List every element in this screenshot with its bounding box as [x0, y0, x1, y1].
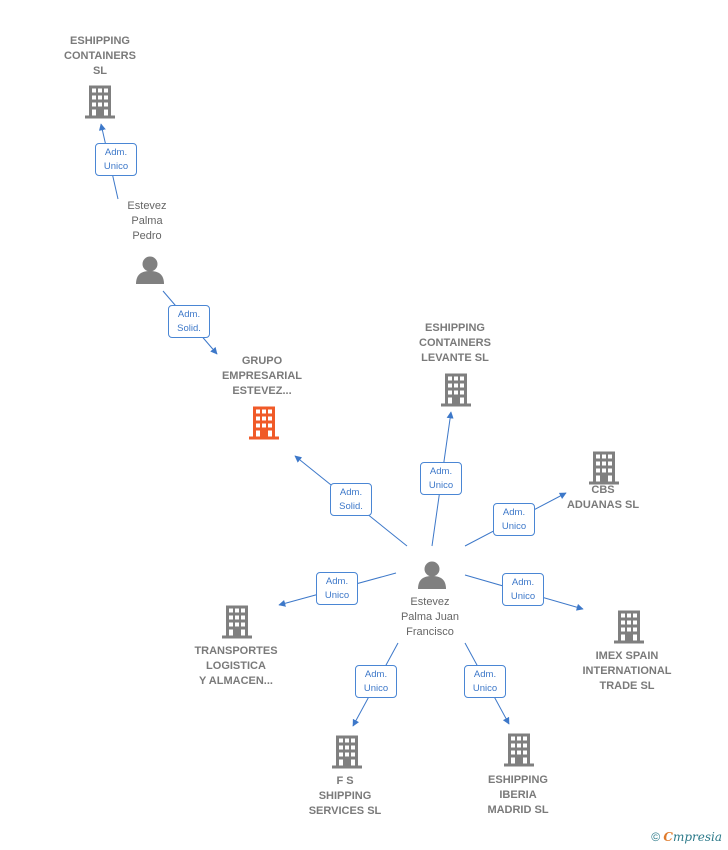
node-label-estevez-palma-pedro[interactable]: Estevez Palma Pedro	[127, 200, 167, 242]
edge-label-estevez-palma-juan-francisco-to-fs-shipping[interactable]: Adm. Unico	[355, 665, 397, 698]
building-icon-fs-shipping[interactable]	[332, 735, 362, 769]
building-icon-imex-spain[interactable]	[614, 610, 644, 644]
footer-brand: © Cmpresia	[651, 830, 722, 844]
building-icon-transportes-logistica[interactable]	[222, 605, 252, 639]
building-icon-eshipping-iberia[interactable]	[504, 733, 534, 767]
edge-label-estevez-palma-pedro-to-eshipping-containers-sl[interactable]: Adm. Unico	[95, 143, 137, 176]
edge-label-estevez-palma-juan-francisco-to-eshipping-containers-levante[interactable]: Adm. Unico	[420, 462, 462, 495]
edge-label-estevez-palma-juan-francisco-to-transportes-logistica[interactable]: Adm. Unico	[316, 572, 358, 605]
building-icon-cbs-aduanas[interactable]	[589, 451, 619, 485]
copyright-symbol: ©	[651, 830, 661, 844]
edge-label-estevez-palma-juan-francisco-to-grupo-empresarial[interactable]: Adm. Solid.	[330, 483, 372, 516]
node-label-eshipping-iberia[interactable]: ESHIPPING IBERIA MADRID SL	[487, 774, 549, 816]
person-icon-estevez-palma-juan-francisco[interactable]	[418, 561, 446, 590]
edge-label-estevez-palma-juan-francisco-to-eshipping-iberia[interactable]: Adm. Unico	[464, 665, 506, 698]
building-icon-grupo-empresarial[interactable]	[249, 406, 279, 440]
person-icon-estevez-palma-pedro[interactable]	[136, 256, 164, 285]
node-label-eshipping-containers-sl[interactable]: ESHIPPING CONTAINERS SL	[64, 35, 136, 77]
node-label-fs-shipping[interactable]: F S SHIPPING SERVICES SL	[308, 775, 382, 817]
building-icon-eshipping-containers-sl[interactable]	[85, 85, 115, 119]
edge-label-estevez-palma-pedro-to-grupo-empresarial[interactable]: Adm. Solid.	[168, 305, 210, 338]
node-label-estevez-palma-juan-francisco[interactable]: Estevez Palma Juan Francisco	[400, 596, 460, 638]
node-label-eshipping-containers-levante[interactable]: ESHIPPING CONTAINERS LEVANTE SL	[419, 322, 491, 364]
node-label-grupo-empresarial[interactable]: GRUPO EMPRESARIAL ESTEVEZ...	[221, 355, 303, 397]
building-icon-eshipping-containers-levante[interactable]	[441, 373, 471, 407]
node-label-cbs-aduanas[interactable]: CBS ADUANAS SL	[566, 484, 640, 511]
edge-label-estevez-palma-juan-francisco-to-cbs-aduanas[interactable]: Adm. Unico	[493, 503, 535, 536]
edge-label-estevez-palma-juan-francisco-to-imex-spain[interactable]: Adm. Unico	[502, 573, 544, 606]
node-label-transportes-logistica[interactable]: TRANSPORTES LOGISTICA Y ALMACEN...	[194, 645, 278, 687]
node-label-imex-spain[interactable]: IMEX SPAIN INTERNATIONAL TRADE SL	[582, 650, 672, 692]
brand-logo: Cmpresia	[663, 830, 722, 844]
